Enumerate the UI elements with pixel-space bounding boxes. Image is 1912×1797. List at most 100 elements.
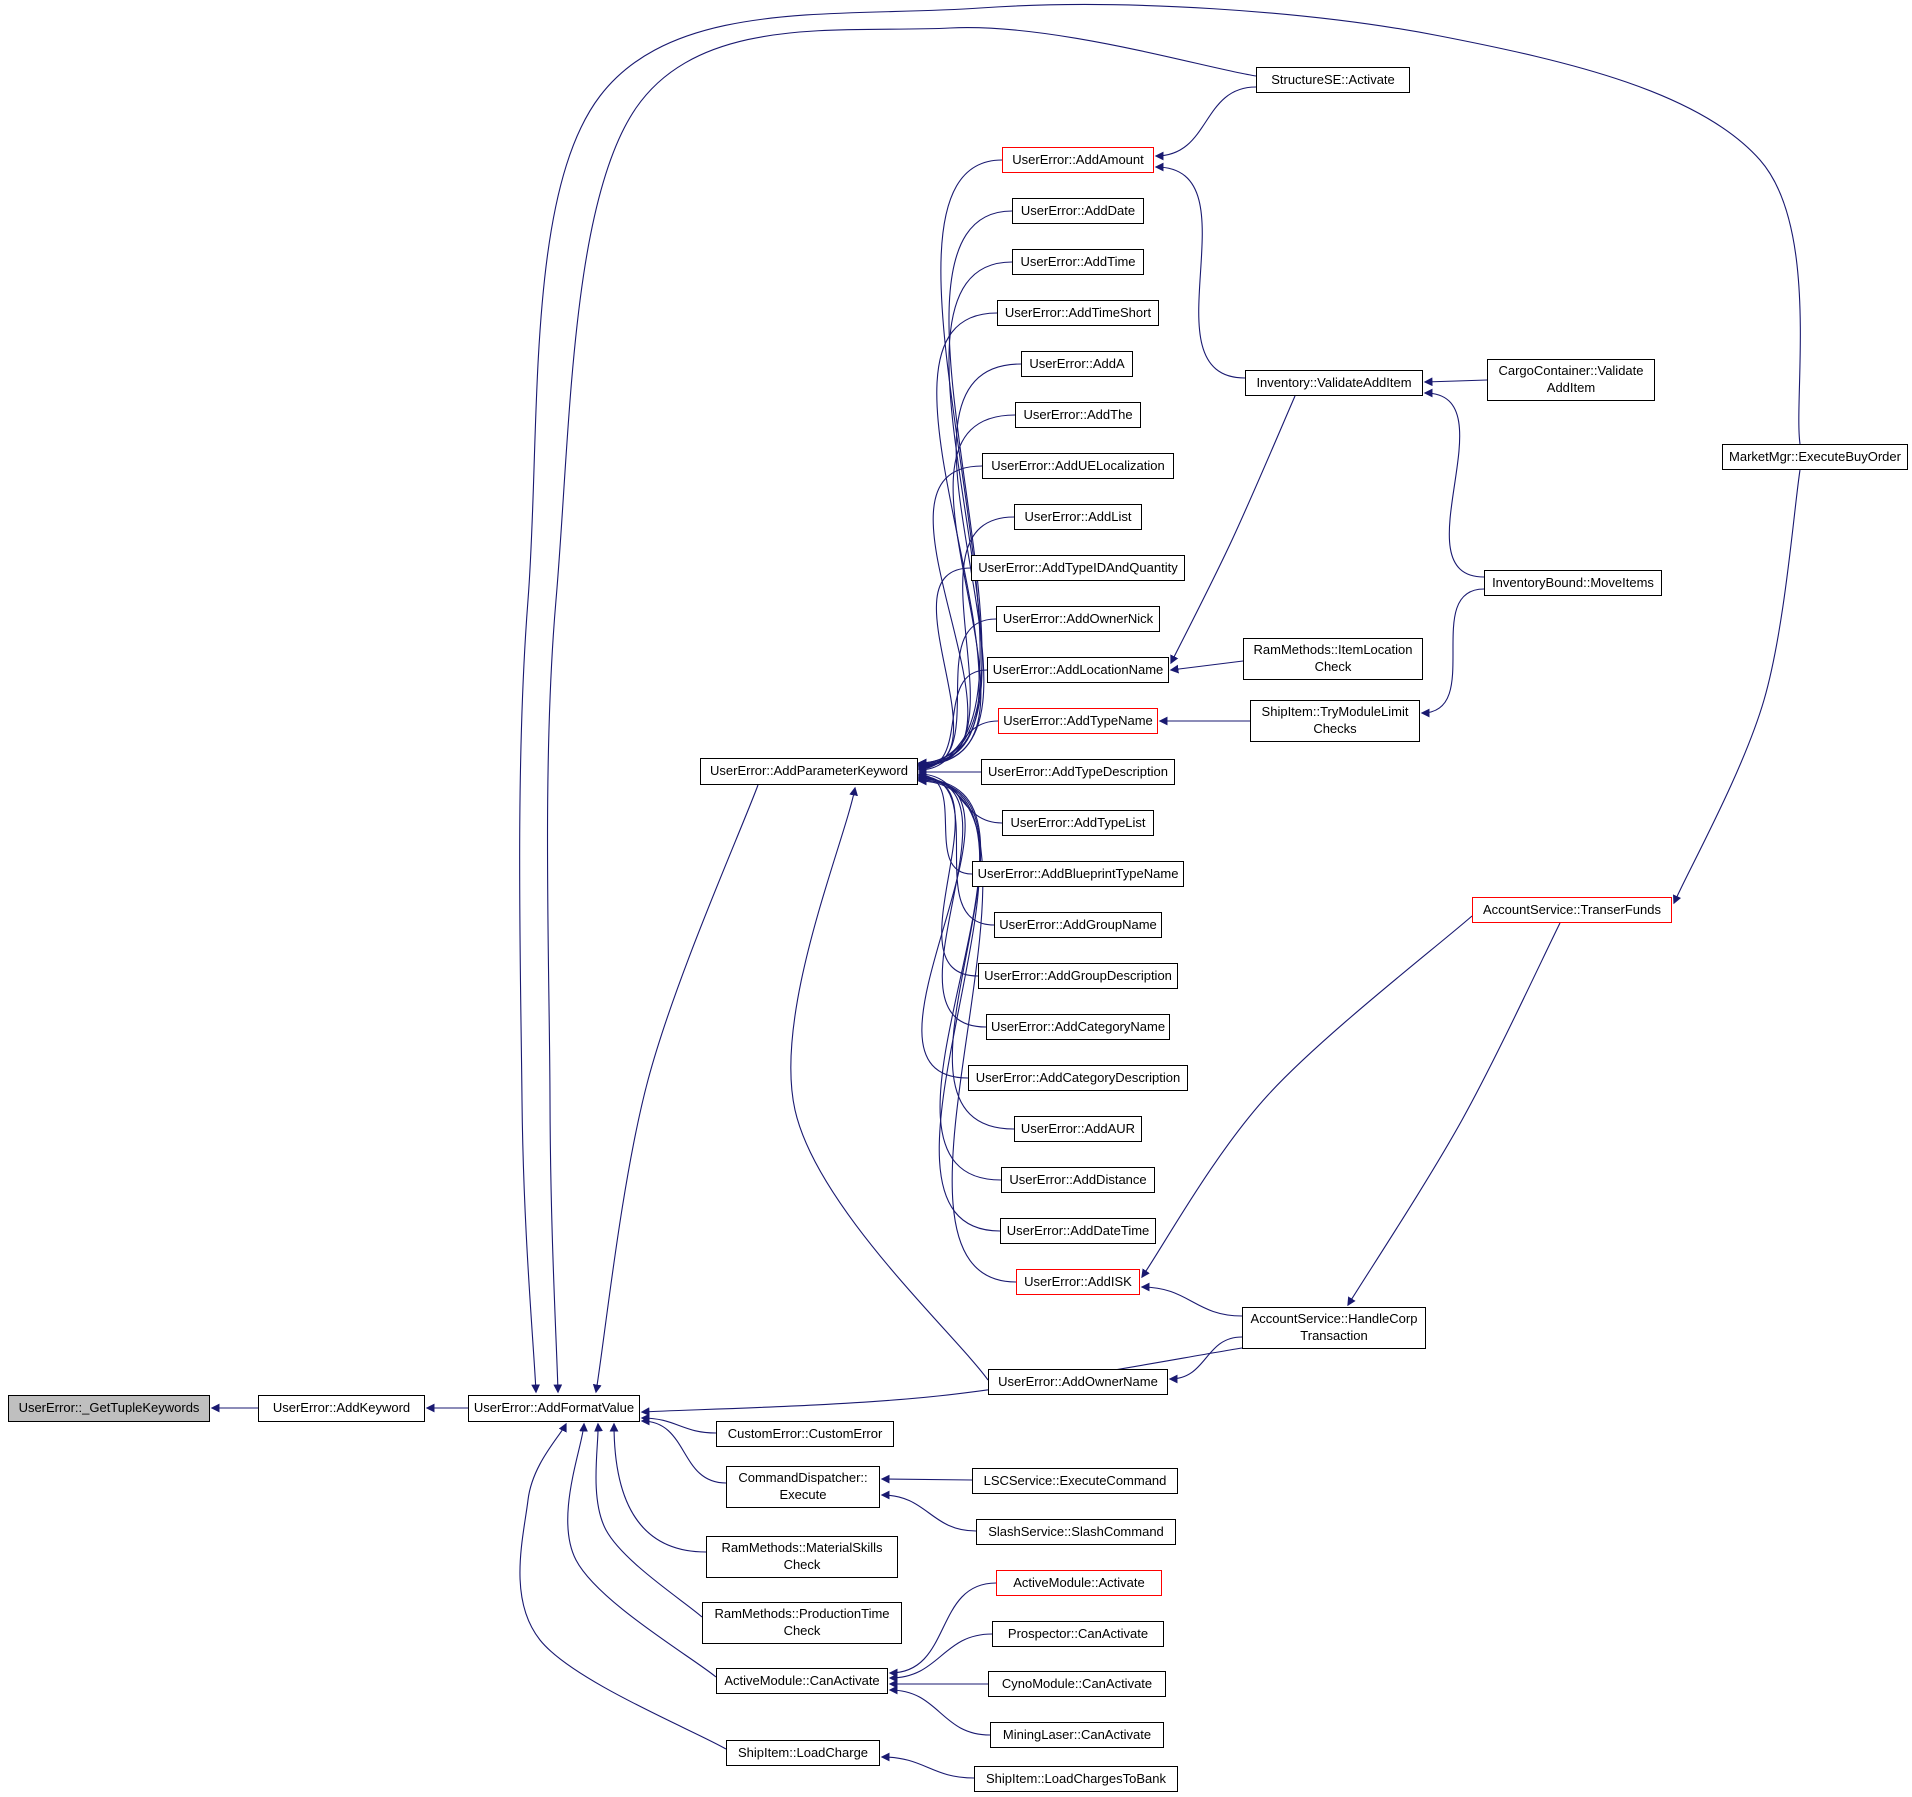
graph-node-label: MiningLaser::CanActivate [1002,1726,1152,1742]
graph-node-label: Inventory::ValidateAddItem [1256,374,1412,390]
call-edge-slash-cde [880,1490,977,1532]
call-edge-structact-afv [546,27,1257,1394]
call-edge-bptn-apk [917,770,973,875]
graph-node-amca[interactable]: ActiveModule::CanActivate [716,1668,888,1694]
graph-node-catdesc[interactable]: UserError::AddCategoryDescription [968,1065,1188,1091]
call-edge-isk-apk [917,776,1017,1283]
call-edge-structact-amount [1154,86,1257,161]
graph-node-label: SlashService::SlashCommand [988,1523,1164,1539]
graph-node-locname[interactable]: UserError::AddLocationName [987,657,1169,683]
call-edge-vai-locname [1170,395,1296,665]
call-edge-datetime-apk [917,775,1001,1232]
graph-node-label: UserError::_GetTupleKeywords [18,1400,200,1416]
graph-node-label: RamMethods::ItemLocation [1253,642,1413,658]
graph-node-addthe[interactable]: UserError::AddThe [1015,402,1141,428]
call-edge-ashct-isk [1140,1282,1243,1317]
graph-node-bptn[interactable]: UserError::AddBlueprintTypeName [972,861,1184,887]
graph-node-typelist[interactable]: UserError::AddTypeList [1002,810,1154,836]
call-edge-apk-afv [592,784,759,1394]
graph-node-label: UserError::AddA [1029,355,1125,371]
graph-node-lsc[interactable]: LSCService::ExecuteCommand [972,1468,1178,1494]
graph-node-label: UserError::AddKeyword [272,1400,411,1416]
graph-node-label: ShipItem::TryModuleLimit [1261,704,1409,720]
call-edge-mmebo-afv [519,4,1801,1394]
graph-node-astf[interactable]: AccountService::TranserFunds [1472,897,1672,923]
call-edge-moveitems-tmlc [1420,588,1485,718]
call-edge-mlca-amca [888,1685,991,1736]
graph-node-label: Prospector::CanActivate [1007,1625,1149,1641]
graph-node-label: Check [783,1623,821,1638]
graph-node-pca[interactable]: Prospector::CanActivate [992,1621,1164,1647]
graph-node-label: UserError::AddFormatValue [473,1400,635,1416]
graph-node-date[interactable]: UserError::AddDate [1012,198,1144,224]
graph-node-cca[interactable]: CynoModule::CanActivate [988,1671,1166,1697]
graph-node-typedesc[interactable]: UserError::AddTypeDescription [981,759,1175,785]
graph-node-list[interactable]: UserError::AddList [1014,504,1142,530]
graph-node-typename[interactable]: UserError::AddTypeName [998,708,1158,734]
graph-node-gtk[interactable]: UserError::_GetTupleKeywords [8,1395,210,1422]
graph-node-distance[interactable]: UserError::AddDistance [1001,1167,1155,1193]
call-edge-locname-apk [917,669,988,774]
call-edge-customerror-afv [640,1413,717,1434]
graph-node-groupname[interactable]: UserError::AddGroupName [994,912,1162,938]
graph-node-amount[interactable]: UserError::AddAmount [1002,147,1154,173]
graph-node-customerror[interactable]: CustomError::CustomError [716,1421,894,1447]
graph-node-label: LSCService::ExecuteCommand [983,1472,1167,1488]
call-edge-amount-apk [917,159,1003,768]
graph-node-timeshort[interactable]: UserError::AddTimeShort [997,300,1159,326]
graph-node-label: Check [783,1557,821,1572]
graph-node-label: UserError::AddDistance [1009,1171,1147,1187]
graph-node-catname[interactable]: UserError::AddCategoryName [986,1014,1170,1040]
graph-node-label: ActiveModule::CanActivate [724,1672,880,1688]
call-edge-groupdesc-apk [917,772,979,977]
graph-node-groupdesc[interactable]: UserError::AddGroupDescription [978,963,1178,989]
graph-node-label: AddItem [1546,380,1596,395]
graph-node-label: InventoryBound::MoveItems [1492,574,1654,590]
graph-node-label: RamMethods::MaterialSkills [721,1540,883,1556]
graph-node-ownername[interactable]: UserError::AddOwnerName [988,1369,1168,1395]
graph-node-ownernick[interactable]: UserError::AddOwnerNick [996,606,1160,632]
call-edge-time-apk [917,261,1013,769]
graph-node-slctb[interactable]: ShipItem::LoadChargesToBank [974,1766,1178,1792]
graph-node-mlca[interactable]: MiningLaser::CanActivate [990,1722,1164,1748]
graph-node-label: MarketMgr::ExecuteBuyOrder [1729,448,1901,464]
graph-node-aur[interactable]: UserError::AddAUR [1014,1116,1142,1142]
graph-node-slc[interactable]: ShipItem::LoadCharge [726,1740,880,1766]
graph-node-label: UserError::AddGroupName [999,916,1157,932]
graph-node-ama[interactable]: ActiveModule::Activate [996,1570,1162,1596]
call-edge-ownernick-apk [917,618,997,773]
call-edge-rmilc-locname [1169,660,1244,674]
graph-node-cde[interactable]: CommandDispatcher::Execute [726,1466,880,1508]
graph-node-slash[interactable]: SlashService::SlashCommand [976,1519,1176,1545]
graph-node-label: UserError::AddAUR [1020,1120,1136,1136]
call-edge-ashct-afv [640,1347,1243,1416]
call-edge-moveitems-vai [1423,388,1485,578]
graph-node-time[interactable]: UserError::AddTime [1012,249,1144,275]
graph-node-tidq[interactable]: UserError::AddTypeIDAndQuantity [971,555,1185,581]
graph-node-structact[interactable]: StructureSE::Activate [1256,67,1410,93]
graph-node-isk[interactable]: UserError::AddISK [1016,1269,1140,1295]
graph-node-label: UserError::AddThe [1023,406,1133,422]
call-edge-slctb-slc [880,1752,975,1779]
graph-node-adda[interactable]: UserError::AddA [1021,351,1133,377]
graph-node-label: StructureSE::Activate [1271,71,1395,87]
graph-node-addkw[interactable]: UserError::AddKeyword [258,1395,425,1422]
graph-node-afv[interactable]: UserError::AddFormatValue [468,1395,640,1422]
graph-node-moveitems[interactable]: InventoryBound::MoveItems [1484,570,1662,596]
call-edge-catdesc-apk [917,773,969,1079]
call-edge-ama-amca [888,1582,997,1678]
graph-node-datetime[interactable]: UserError::AddDateTime [1000,1218,1156,1244]
graph-node-mmebo[interactable]: MarketMgr::ExecuteBuyOrder [1722,444,1908,470]
call-edge-typename-apk [917,720,999,775]
graph-node-label: ShipItem::LoadChargesToBank [986,1770,1166,1786]
graph-node-label: UserError::AddCategoryDescription [975,1069,1181,1085]
graph-node-uel[interactable]: UserError::AddUELocalization [982,453,1174,479]
graph-node-apk[interactable]: UserError::AddParameterKeyword [700,758,918,785]
graph-node-vai[interactable]: Inventory::ValidateAddItem [1245,370,1423,396]
